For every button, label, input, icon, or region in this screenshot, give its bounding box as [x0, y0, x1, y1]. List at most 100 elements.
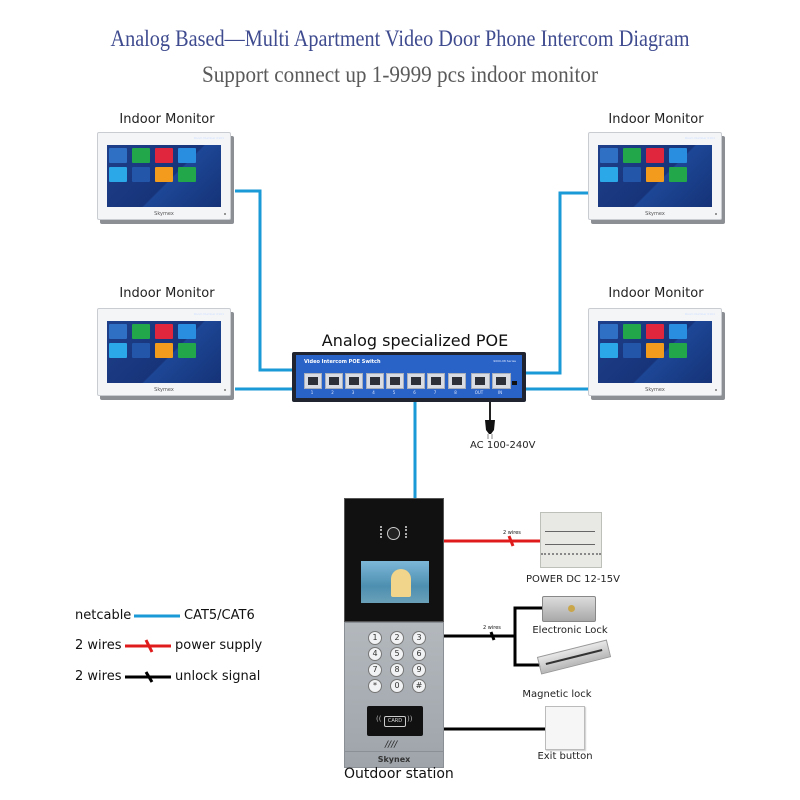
ir-led-icon: [405, 526, 409, 538]
port-number: 7: [433, 390, 437, 395]
diagram-title: Analog Based—Multi Apartment Video Door …: [110, 26, 690, 51]
unlock-wire-locks: [444, 606, 545, 638]
uplink-port-label: IN: [497, 390, 503, 395]
keypad-key: 7: [368, 663, 382, 677]
app-tile: [178, 148, 196, 163]
app-tiles: [109, 324, 196, 358]
indoor-monitor-label: Indoor Monitor: [119, 112, 215, 127]
app-tile: [623, 343, 641, 358]
app-tiles: [109, 148, 196, 182]
keypad-key: #: [412, 679, 426, 693]
legend-power-name: 2 wires: [75, 638, 122, 653]
keypad-key: 6: [412, 647, 426, 661]
electronic-lock-label: Electronic Lock: [532, 625, 608, 636]
keypad-key: 3: [412, 631, 426, 645]
port-number: 1: [310, 390, 314, 395]
ethernet-port: [324, 373, 343, 389]
power-supply-label: POWER DC 12-15V: [526, 574, 620, 585]
app-tile: [669, 167, 687, 182]
rfid-icon: ((: [376, 715, 382, 723]
keypad-key: *: [368, 679, 382, 693]
diagram-subtitle: Support connect up 1-9999 pcs indoor mon…: [201, 62, 599, 87]
key-cylinder-icon: [568, 605, 575, 612]
app-tile: [132, 324, 150, 339]
rfid-icon: )): [407, 715, 413, 723]
monitor-brand: Skymex: [645, 211, 665, 217]
monitor-indicator: [224, 389, 226, 391]
app-tile: [109, 343, 127, 358]
indoor-monitor: Room Number 0101 Skymex: [588, 308, 722, 396]
app-tile: [132, 343, 150, 358]
app-tile: [109, 148, 127, 163]
power-plug-icon: [485, 420, 495, 434]
app-tile: [600, 148, 618, 163]
app-tile: [669, 343, 687, 358]
legend-netcable-name: netcable: [75, 608, 132, 623]
indoor-monitor: Room Number 0101 Skymex: [97, 308, 231, 396]
app-tile: [155, 343, 173, 358]
keypad-key: 1: [368, 631, 382, 645]
app-tile: [155, 167, 173, 182]
monitor-indicator: [715, 389, 717, 391]
netcable-monitor-top-left: [235, 189, 293, 372]
exit-button: [545, 706, 585, 750]
power-wire-label: 2 wires: [503, 530, 521, 536]
poe-switch: Video Intercom POE Switch 9000-08 Series…: [292, 352, 526, 402]
divider: [345, 751, 443, 752]
poe-switch-name: Video Intercom POE Switch: [304, 359, 381, 365]
outdoor-station-top-panel: [344, 498, 444, 622]
app-tile: [178, 167, 196, 182]
outdoor-station-brand: Skynex: [377, 755, 411, 764]
room-number: Room Number 0101: [193, 136, 224, 140]
ethernet-port: [406, 373, 425, 389]
port-number: 3: [351, 390, 355, 395]
uplink-port-in: [492, 373, 511, 389]
app-tile: [646, 343, 664, 358]
keypad-key: 2: [390, 631, 404, 645]
legend-netcable-desc: CAT5/CAT6: [184, 608, 255, 623]
app-tile: [646, 148, 664, 163]
keypad-key: 4: [368, 647, 382, 661]
indoor-monitor: Room Number 0101 Skymex: [97, 132, 231, 220]
app-tile: [155, 148, 173, 163]
exit-button-label: Exit button: [537, 751, 593, 762]
app-tile: [623, 148, 641, 163]
room-number: Room Number 0101: [684, 136, 715, 140]
uplink-port-out: [471, 373, 490, 389]
indoor-monitor-label: Indoor Monitor: [119, 286, 215, 301]
legend-power-desc: power supply: [175, 638, 263, 653]
poe-switch-face: Video Intercom POE Switch 9000-08 Series…: [296, 355, 522, 398]
indoor-monitor-label: Indoor Monitor: [608, 112, 704, 127]
legend-signal-name: 2 wires: [75, 669, 122, 684]
netcable-monitor-top-right: [526, 191, 590, 375]
app-tiles: [600, 324, 687, 358]
speaker-grille-icon: ////: [385, 740, 398, 750]
ac-power-label: AC 100-240V: [470, 440, 536, 451]
electronic-lock: [542, 596, 596, 622]
monitor-indicator: [224, 213, 226, 215]
visitor-image: [391, 569, 411, 597]
ir-led-icon: [380, 526, 384, 538]
app-tile: [178, 324, 196, 339]
ethernet-port: [345, 373, 363, 389]
ethernet-port: [427, 373, 445, 389]
display-screen: [361, 561, 429, 603]
app-tile: [600, 324, 618, 339]
outdoor-station-label: Outdoor station: [344, 766, 454, 782]
card-label: CARD: [384, 716, 406, 727]
app-tile: [623, 167, 641, 182]
monitor-brand: Skymex: [154, 387, 174, 393]
ethernet-port: [365, 373, 384, 389]
ethernet-port: [386, 373, 404, 389]
port-number: 6: [413, 390, 416, 395]
indoor-monitor: Room Number 0101 Skymex: [588, 132, 722, 220]
keypad-key: 8: [390, 663, 404, 677]
app-tile: [600, 343, 618, 358]
room-number: Room Number 0101: [193, 312, 224, 316]
psu-vents: [541, 553, 601, 555]
indoor-monitor-label: Indoor Monitor: [608, 286, 704, 301]
app-tile: [132, 167, 150, 182]
app-tile: [109, 167, 127, 182]
app-tile: [132, 148, 150, 163]
